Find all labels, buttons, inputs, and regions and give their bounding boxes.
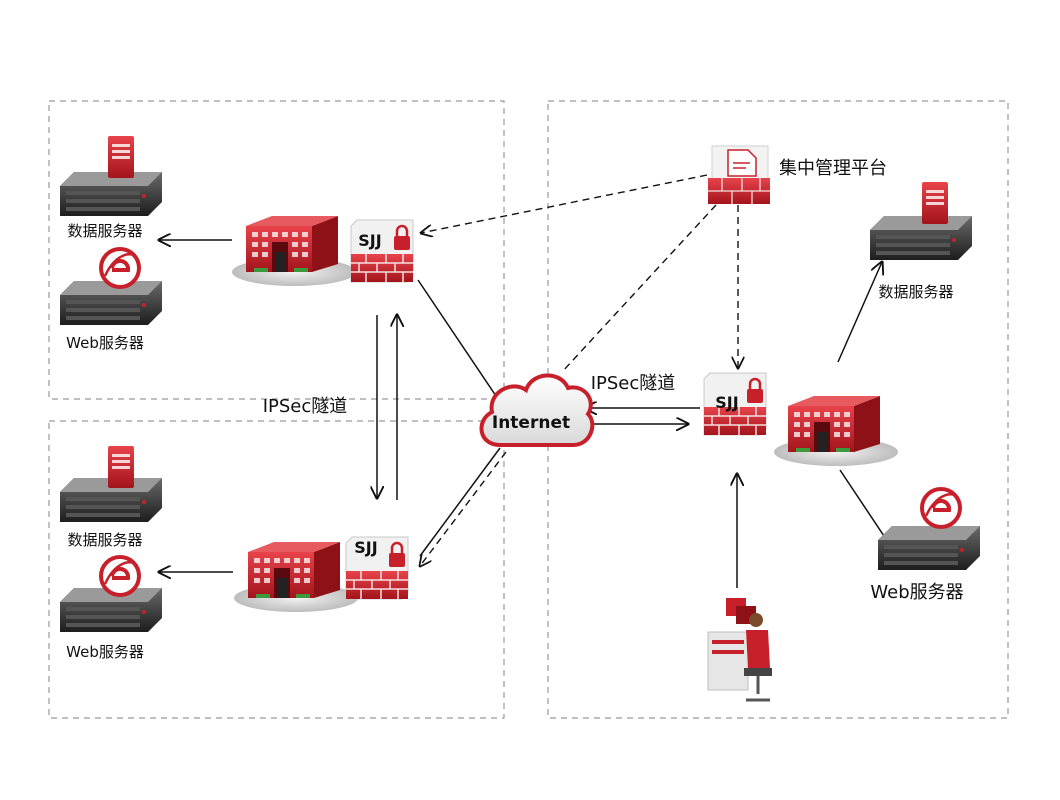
- management-platform-label: 集中管理平台: [779, 158, 887, 179]
- data-server-label-top-left: 数据服务器: [67, 222, 142, 240]
- zone-frame-bottom-left: [48, 420, 505, 719]
- web-server-right: [878, 487, 980, 570]
- data-server-bottom-left: [60, 446, 162, 522]
- gateway-badge-bottom: SJJ: [354, 538, 377, 557]
- cloud-icon: [479, 373, 595, 447]
- gateway-right: SJJ: [702, 371, 768, 437]
- building-icon: [234, 542, 358, 612]
- web-server-icon: [99, 555, 141, 597]
- link-firewall-bottom-to-internet: [419, 447, 501, 557]
- web-server-label-top-left: Web服务器: [66, 334, 144, 352]
- web-server-icon: [920, 487, 962, 529]
- management-console-icon: [708, 145, 770, 204]
- operator-workstation-icon: [707, 598, 772, 702]
- internet-label: Internet: [492, 413, 570, 433]
- building-icon: [232, 216, 356, 286]
- zone-frame-top-left: [48, 100, 505, 400]
- firewall-lock-icon: [349, 218, 415, 284]
- gateway-bottom: SJJ: [344, 535, 410, 601]
- web-server-label-bottom-left: Web服务器: [66, 643, 144, 661]
- web-server-top-left: [60, 247, 162, 325]
- mgmt-path-to-internet: [561, 204, 717, 373]
- web-server-label-right: Web服务器: [870, 582, 963, 603]
- mgmt-path-to-top-firewall: [421, 174, 708, 233]
- gateway-badge-right: SJJ: [715, 393, 738, 412]
- server-icon: [108, 136, 134, 178]
- ipsec-tunnel-label-right: IPSec隧道: [591, 373, 676, 394]
- mgmt-path-to-bottom-firewall: [420, 451, 507, 566]
- link-firewall-top-to-internet: [417, 279, 497, 397]
- web-server-bottom-left: [60, 555, 162, 632]
- data-server-label-right: 数据服务器: [878, 283, 953, 301]
- data-server-right: [870, 182, 972, 260]
- web-server-icon: [99, 247, 141, 289]
- building-icon: [774, 396, 898, 466]
- server-icon: [922, 182, 948, 224]
- management-platform: 集中管理平台: [708, 145, 887, 204]
- internet-cloud: Internet: [479, 373, 595, 447]
- ipsec-tunnel-label-left: IPSec隧道: [263, 396, 348, 417]
- link-building-to-dataserver-right: [837, 262, 882, 363]
- data-server-label-bottom-left: 数据服务器: [67, 531, 142, 549]
- gateway-top: SJJ: [349, 218, 415, 284]
- gateway-badge-top: SJJ: [358, 231, 381, 250]
- data-server-top-left: [60, 136, 162, 216]
- server-icon: [108, 446, 134, 488]
